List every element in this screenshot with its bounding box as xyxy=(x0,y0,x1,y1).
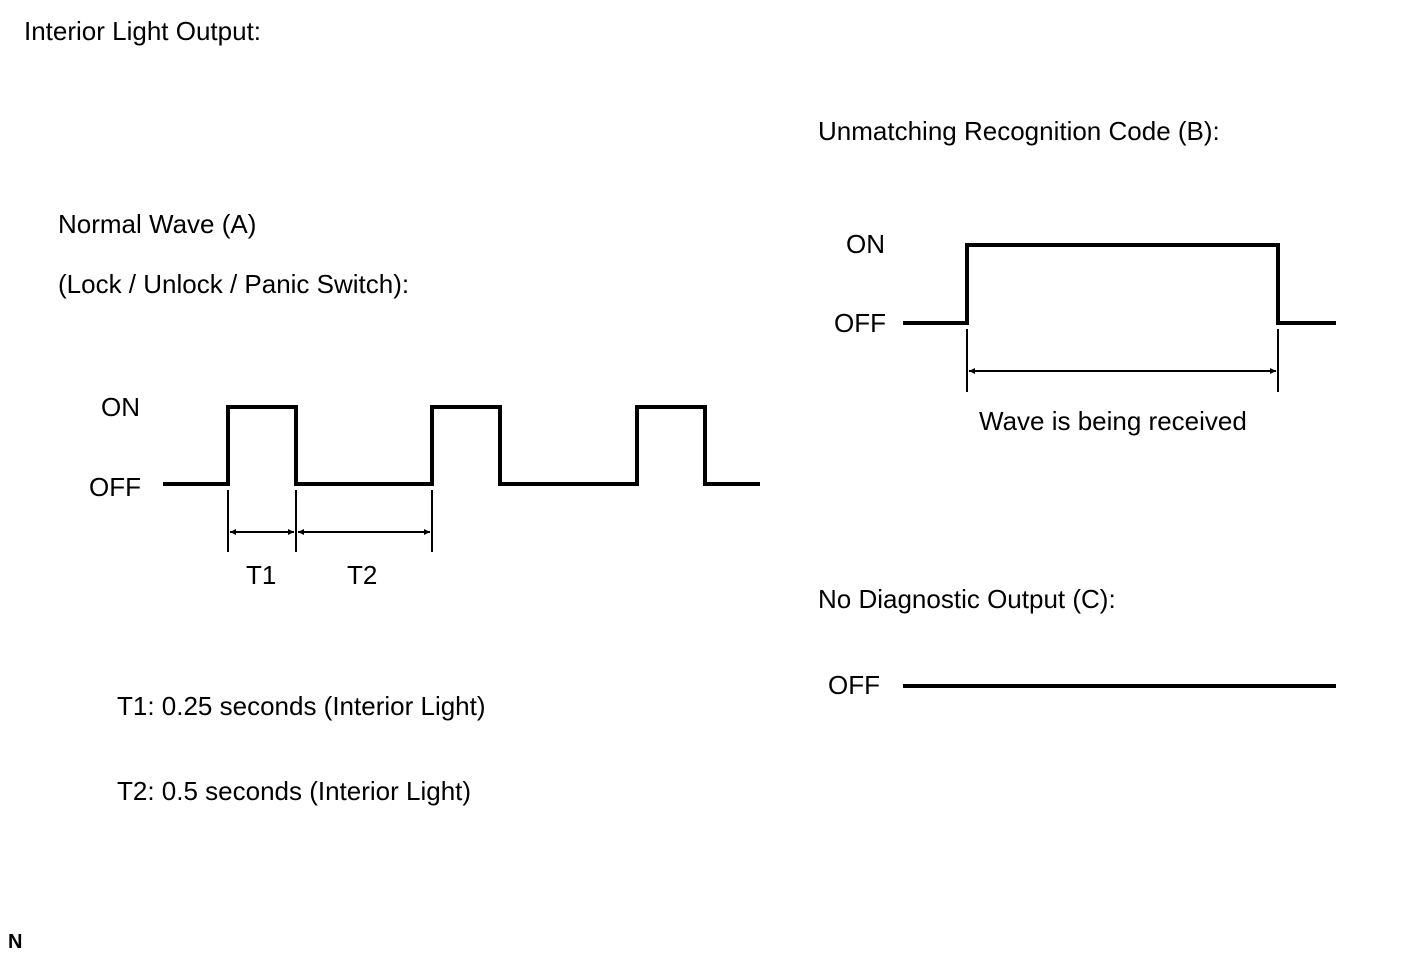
no-output-off-label: OFF xyxy=(828,670,880,700)
unmatching-title: Unmatching Recognition Code (B): xyxy=(818,116,1220,146)
normal-wave-on-label: ON xyxy=(101,392,140,422)
wave-received-label: Wave is being received xyxy=(979,406,1247,436)
t2-label: T2 xyxy=(347,560,378,590)
t1-label: T1 xyxy=(246,560,277,590)
page-title: Interior Light Output: xyxy=(24,16,262,46)
t2-note: T2: 0.5 seconds (Interior Light) xyxy=(117,776,472,806)
no-output-title: No Diagnostic Output (C): xyxy=(818,584,1116,614)
unmatching-on-label: ON xyxy=(846,229,885,259)
normal-wave-title: Normal Wave (A) xyxy=(58,209,257,239)
normal-wave-subtitle: (Lock / Unlock / Panic Switch): xyxy=(58,269,410,299)
t1-note: T1: 0.25 seconds (Interior Light) xyxy=(117,691,486,721)
normal-wave-off-label: OFF xyxy=(89,472,141,502)
unmatching-off-label: OFF xyxy=(834,308,886,338)
unmatching-wave-signal xyxy=(903,243,1336,325)
corner-mark: N xyxy=(8,931,23,953)
normal-wave-signal xyxy=(163,405,760,486)
